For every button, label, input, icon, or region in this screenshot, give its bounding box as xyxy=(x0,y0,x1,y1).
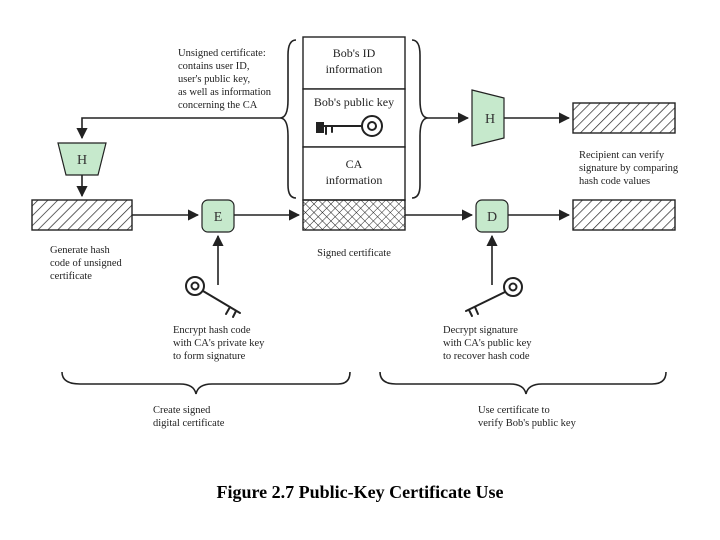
decrypt-note: Decrypt signature with CA's public key t… xyxy=(443,325,532,362)
generate-hash-line3: certificate xyxy=(50,271,92,282)
recipient-note-line1: Recipient can verify xyxy=(579,150,665,161)
decrypt-note-line2: with CA's public key xyxy=(443,338,532,349)
right-section-line2: verify Bob's public key xyxy=(478,418,577,429)
recipient-note: Recipient can verify signature by compar… xyxy=(579,150,679,187)
encrypt-note-line3: to form signature xyxy=(173,351,246,362)
encrypt-note-line1: Encrypt hash code xyxy=(173,325,251,336)
right-section-line1: Use certificate to xyxy=(478,405,550,416)
decrypt-function xyxy=(475,199,509,233)
unsigned-note-line2: contains user ID, xyxy=(178,61,249,72)
ca-info-line2: information xyxy=(326,173,383,187)
generate-hash-line1: Generate hash xyxy=(50,245,111,256)
generate-hash-line2: code of unsigned xyxy=(50,258,122,269)
hash-code-box-bottom-right xyxy=(572,199,676,231)
signed-certificate-label: Signed certificate xyxy=(317,248,391,259)
hash-left-label: H xyxy=(77,153,87,168)
decrypt-note-line3: to recover hash code xyxy=(443,351,530,362)
key-icon-private xyxy=(185,276,241,318)
decrypt-label: D xyxy=(487,210,497,225)
encrypt-note: Encrypt hash code with CA's private key … xyxy=(173,325,265,362)
right-section-brace xyxy=(379,371,667,395)
id-info-line2: information xyxy=(326,62,383,76)
left-section-line2: digital certificate xyxy=(153,418,225,429)
hash-code-box-top-right xyxy=(572,102,676,134)
unsigned-note-line4: as well as information xyxy=(178,87,272,98)
unsigned-note: Unsigned certificate: contains user ID, … xyxy=(178,48,272,111)
left-section-line1: Create signed xyxy=(153,405,211,416)
unsigned-note-line1: Unsigned certificate: xyxy=(178,48,266,59)
left-cert-brace xyxy=(279,39,297,199)
arrow-to-hash-left xyxy=(76,117,280,140)
certificate-stack: Bob's ID information Bob's public key CA… xyxy=(302,36,406,259)
unsigned-note-line3: user's public key, xyxy=(178,74,250,85)
key-icon-public xyxy=(465,277,523,317)
left-section-brace xyxy=(61,371,351,395)
unsigned-note-line5: concerning the CA xyxy=(178,100,258,111)
recipient-note-line2: signature by comparing xyxy=(579,163,679,174)
signature-box xyxy=(302,199,406,231)
id-info-box xyxy=(302,36,406,90)
encrypt-function xyxy=(201,199,235,233)
right-section-label: Use certificate to verify Bob's public k… xyxy=(478,405,577,429)
figure-caption: Figure 2.7 Public-Key Certificate Use xyxy=(216,482,503,502)
decrypt-note-line1: Decrypt signature xyxy=(443,325,518,336)
generate-hash-note: Generate hash code of unsigned certifica… xyxy=(50,245,122,282)
right-cert-brace xyxy=(411,39,429,199)
encrypt-note-line2: with CA's private key xyxy=(173,338,265,349)
hash-right-label: H xyxy=(485,112,495,127)
public-key-box xyxy=(302,88,406,148)
left-section-label: Create signed digital certificate xyxy=(153,405,225,429)
hash-function-left xyxy=(57,142,107,176)
recipient-note-line3: hash code values xyxy=(579,176,650,187)
id-info-line1: Bob's ID xyxy=(333,46,376,60)
ca-info-line1: CA xyxy=(346,157,363,171)
public-key-label: Bob's public key xyxy=(314,95,394,109)
encrypt-label: E xyxy=(214,210,223,225)
hash-function-right xyxy=(471,89,505,147)
key-icon-certificate xyxy=(316,115,383,137)
hash-code-box-left xyxy=(31,199,133,231)
